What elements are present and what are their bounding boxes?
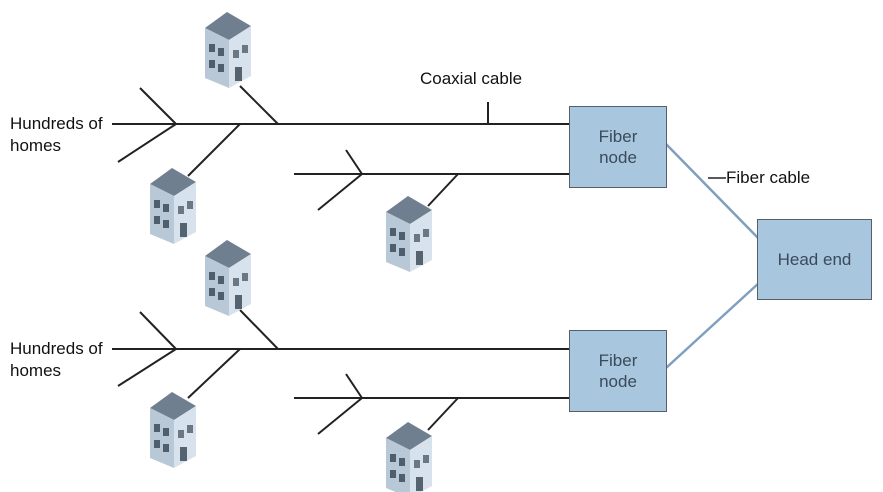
house-icon: [150, 168, 196, 244]
fiber-node-label: Fiber node: [598, 127, 638, 167]
fiber-cable-label: Fiber cable: [726, 168, 811, 187]
coax-tree-top: [112, 85, 570, 211]
head-end-box: Head end: [757, 219, 872, 300]
house-icon: [205, 12, 251, 88]
fiber-node-box: Fiber node: [569, 106, 667, 188]
house-icon: [386, 422, 432, 492]
hundreds-of-homes-label: Hundreds of homes: [10, 339, 103, 380]
fiber-node-label: Fiber node: [598, 351, 638, 391]
head-end-label: Head end: [777, 250, 852, 269]
coaxial-cable-label: Coaxial cable: [420, 69, 523, 88]
coax-tree-bottom: [112, 309, 570, 435]
house-icon: [150, 392, 196, 468]
fiber-cables: [665, 143, 761, 369]
house-icon: [205, 240, 251, 316]
fiber-node-box: Fiber node: [569, 330, 667, 412]
house-icon: [386, 196, 432, 272]
hundreds-of-homes-label: Hundreds of homes: [10, 114, 103, 155]
